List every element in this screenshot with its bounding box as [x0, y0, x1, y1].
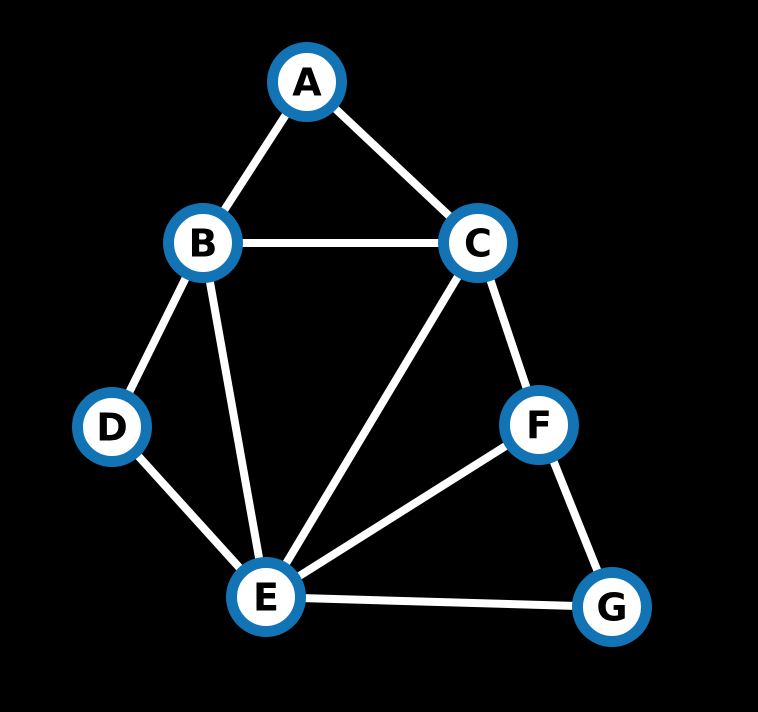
edge-C-E [262, 239, 482, 601]
node-E-circle[interactable] [226, 557, 306, 637]
node-D-circle[interactable] [72, 387, 152, 467]
node-A-circle[interactable] [267, 42, 347, 122]
node-G[interactable]: G [572, 567, 652, 647]
node-A[interactable]: A [267, 42, 347, 122]
edge-E-G [262, 593, 616, 611]
node-D[interactable]: D [72, 387, 152, 467]
edge-E-F [262, 421, 543, 601]
node-C-circle[interactable] [438, 203, 518, 283]
node-B-circle[interactable] [163, 203, 243, 283]
node-F-circle[interactable] [499, 385, 579, 465]
node-G-circle[interactable] [572, 567, 652, 647]
node-B[interactable]: B [163, 203, 243, 283]
edges-layer [108, 78, 616, 611]
node-C[interactable]: C [438, 203, 518, 283]
node-F[interactable]: F [499, 385, 579, 465]
node-E[interactable]: E [226, 557, 306, 637]
edge-B-E [199, 239, 270, 601]
